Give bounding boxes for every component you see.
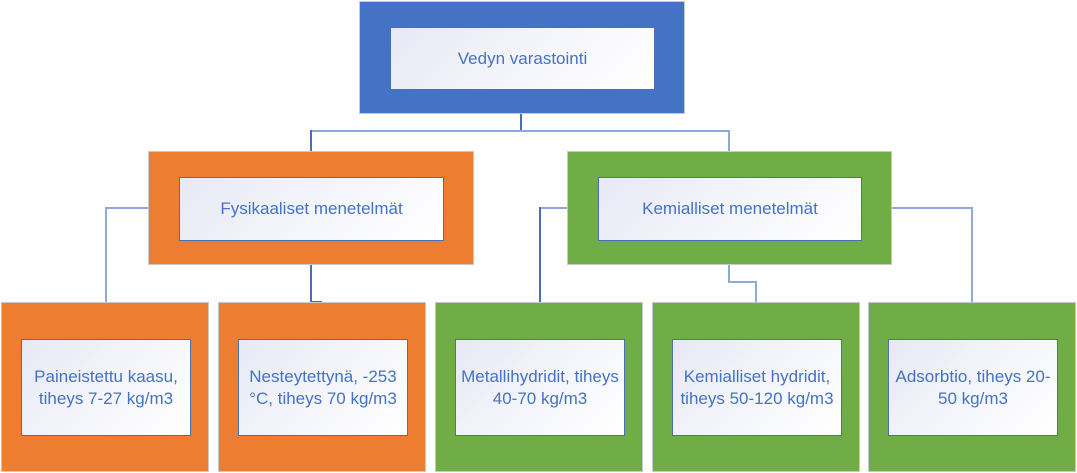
root-node-label: Vedyn varastointi xyxy=(457,48,588,68)
root-node-label-box: Vedyn varastointi xyxy=(390,27,655,90)
leaf-metal-hydrides-label: Metallihydridit, tiheys 40-70 kg/m3 xyxy=(461,366,619,408)
root-node[interactable]: Vedyn varastointi xyxy=(359,1,685,114)
connector-to-chemical xyxy=(728,130,730,152)
connector-chemical-right-h xyxy=(891,207,972,209)
connector-to-physical xyxy=(310,130,312,152)
leaf-adsorption-label: Adsorbtio, tiheys 20-50 kg/m3 xyxy=(895,366,1051,408)
leaf-liquefied-label-box: Nesteytettynä, -253 °C, tiheys 70 kg/m3 xyxy=(238,339,408,436)
connector-physical-left-h xyxy=(105,207,149,209)
leaf-chemical-hydrides-label-box: Kemialliset hydridit, tiheys 50-120 kg/m… xyxy=(672,339,842,436)
leaf-chemical-hydrides[interactable]: Kemialliset hydridit, tiheys 50-120 kg/m… xyxy=(652,302,860,472)
connector-chemical-mid-h xyxy=(728,281,756,283)
connector-chemical-left-v xyxy=(539,207,541,302)
connector-chemical-mid-v1 xyxy=(728,264,730,282)
connector-physical-bottom-h xyxy=(310,301,322,303)
category-physical-label: Fysikaaliset menetelmät xyxy=(220,199,403,218)
leaf-adsorption-label-box: Adsorbtio, tiheys 20-50 kg/m3 xyxy=(888,339,1058,436)
connector-physical-bottom-v xyxy=(310,264,312,302)
category-chemical-label-box: Kemialliset menetelmät xyxy=(598,177,862,241)
leaf-adsorption[interactable]: Adsorbtio, tiheys 20-50 kg/m3 xyxy=(868,302,1076,472)
leaf-metal-hydrides-label-box: Metallihydridit, tiheys 40-70 kg/m3 xyxy=(455,339,625,436)
connector-physical-left-v xyxy=(105,207,107,302)
connector-root-down xyxy=(520,113,522,131)
category-physical[interactable]: Fysikaaliset menetelmät xyxy=(148,151,474,265)
leaf-liquefied[interactable]: Nesteytettynä, -253 °C, tiheys 70 kg/m3 xyxy=(218,302,426,472)
leaf-metal-hydrides[interactable]: Metallihydridit, tiheys 40-70 kg/m3 xyxy=(435,302,643,472)
leaf-chemical-hydrides-label: Kemialliset hydridit, tiheys 50-120 kg/m… xyxy=(680,366,834,408)
leaf-compressed-gas-label: Paineistettu kaasu, tiheys 7-27 kg/m3 xyxy=(34,366,178,408)
connector-chemical-mid-v2 xyxy=(755,281,757,302)
connector-chemical-left-h xyxy=(539,207,568,209)
connector-root-horizontal xyxy=(310,130,729,132)
leaf-compressed-gas[interactable]: Paineistettu kaasu, tiheys 7-27 kg/m3 xyxy=(1,302,209,472)
category-chemical-label: Kemialliset menetelmät xyxy=(642,199,818,218)
leaf-compressed-gas-label-box: Paineistettu kaasu, tiheys 7-27 kg/m3 xyxy=(21,339,191,436)
category-physical-label-box: Fysikaaliset menetelmät xyxy=(179,177,444,241)
category-chemical[interactable]: Kemialliset menetelmät xyxy=(567,151,892,265)
leaf-liquefied-label: Nesteytettynä, -253 °C, tiheys 70 kg/m3 xyxy=(249,366,397,408)
connector-chemical-right-v xyxy=(971,207,973,302)
